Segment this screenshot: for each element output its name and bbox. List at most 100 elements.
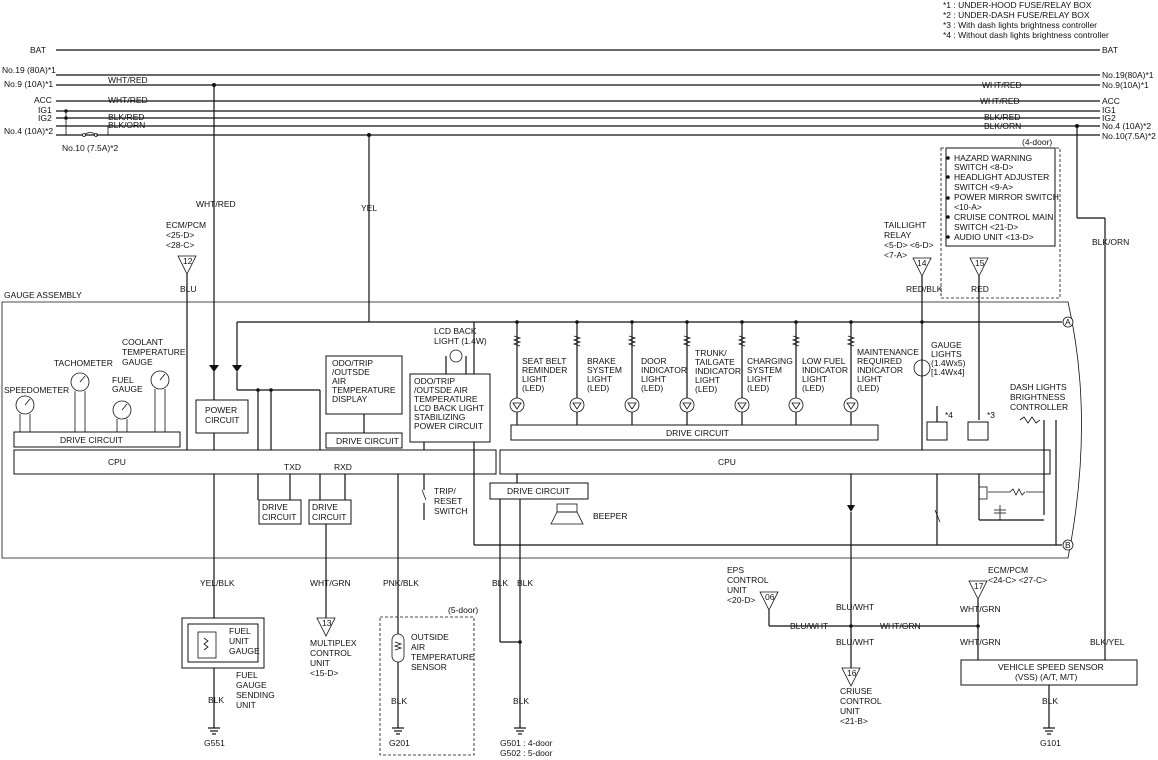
- cruise-l1: CRIUSE: [840, 686, 872, 696]
- rail-no4-left: No.4 (10A)*2: [4, 126, 53, 136]
- indicator-4-l5: (LED): [695, 384, 717, 394]
- multiplex-l1: MULTIPLEX: [310, 638, 357, 648]
- wire-blk-red: BLK/RED: [108, 112, 144, 122]
- gauge-assembly: GAUGE ASSEMBLY A B SPEEDOMETER TACHOMETE…: [1, 290, 1082, 559]
- ground-g502: G502 : 5-door: [500, 748, 553, 758]
- indicator-7-l3: INDICATOR: [857, 365, 903, 375]
- gauge-lights-l3: (1.4Wx5): [931, 358, 966, 368]
- rail-acc: ACC: [34, 95, 52, 105]
- wire-yel: YEL: [361, 203, 377, 213]
- vss-l1: VEHICLE SPEED SENSOR: [998, 662, 1104, 672]
- indicator-2-l1: BRAKE: [587, 356, 616, 366]
- wire-pnk-blk: PNK/BLK: [383, 578, 419, 588]
- fuel-gauge: FUEL GAUGE: [112, 375, 143, 432]
- five-door-tag: (5-door): [448, 605, 478, 615]
- node-a: A: [1065, 317, 1071, 327]
- wire-blk-2: BLK: [517, 578, 533, 588]
- drive-circuit-beeper: DRIVE CIRCUIT: [507, 486, 570, 496]
- trip-reset-l3: SWITCH: [434, 506, 468, 516]
- odo-lcd-l2: /OUTSDE AIR: [414, 385, 468, 395]
- indicator-5-l4: (LED): [747, 383, 769, 393]
- indicator-4-l2: TAILGATE: [695, 357, 735, 367]
- rail-bat-right: BAT: [1102, 45, 1118, 55]
- wire-blk-g501: BLK: [513, 696, 529, 706]
- connector-15: 15: [975, 258, 985, 268]
- lcd-back-l2: LIGHT (1.4W): [434, 336, 487, 346]
- bullet-4b: SWITCH <21-D>: [954, 222, 1018, 232]
- indicator-6-l3: LIGHT: [802, 374, 827, 384]
- dash-lights-l3: CONTROLLER: [1010, 402, 1068, 412]
- wire-blu-wht-a: BLU/WHT: [790, 621, 828, 631]
- cpu-right: CPU: [718, 457, 736, 467]
- wire-wht-red-r2: WHT/RED: [980, 96, 1020, 106]
- drive-circuit-odo: DRIVE CIRCUIT: [336, 436, 399, 446]
- rail-feeds: WHT/RED YEL BLK/ORN: [196, 83, 1129, 660]
- outside-air-l4: SENSOR: [411, 662, 447, 672]
- trip-reset-l2: RESET: [434, 496, 462, 506]
- node-b: B: [1065, 540, 1071, 550]
- rxd-label: RXD: [334, 462, 352, 472]
- odo-display-l3: AIR: [332, 376, 346, 386]
- indicator-7: MAINTENANCE REQUIRED INDICATOR LIGHT (LE…: [843, 320, 919, 425]
- odo-display-l5: DISPLAY: [332, 394, 368, 404]
- txd-label: TXD: [284, 462, 301, 472]
- ground-g201: G201: [389, 738, 410, 748]
- speedometer-label: SPEEDOMETER: [4, 385, 69, 395]
- indicator-6: LOW FUEL INDICATOR LIGHT (LED): [788, 320, 848, 425]
- ground-g101: G101: [1040, 738, 1061, 748]
- wire-blu-wht-b: BLU/WHT: [836, 602, 874, 612]
- connector-14: 14: [917, 258, 927, 268]
- wire-wht-red-2: WHT/RED: [108, 95, 148, 105]
- note-1: *1 : UNDER-HOOD FUSE/RELAY BOX: [943, 0, 1092, 10]
- drive-circuit-gauges: DRIVE CIRCUIT: [60, 435, 123, 445]
- odo-lcd-l1: ODO/TRIP: [414, 376, 455, 386]
- odo-lcd-l5: STABILIZING: [414, 412, 465, 422]
- wire-red: RED: [971, 284, 989, 294]
- indicator-4-l4: LIGHT: [695, 375, 720, 385]
- note-3: *3 : With dash lights brightness control…: [943, 20, 1097, 30]
- rail-ig2: IG2: [38, 113, 52, 123]
- speedometer: SPEEDOMETER: [4, 385, 69, 432]
- wire-blk-yel: BLK/YEL: [1090, 637, 1125, 647]
- rail-no4-right: No.4 (10A)*2: [1102, 121, 1151, 131]
- indicator-1-l3: LIGHT: [522, 374, 547, 384]
- indicator-7-l1: MAINTENANCE: [857, 347, 919, 357]
- power-rails: BAT No.19 (80A)*1 No.9 (10A)*1 ACC IG1 I…: [2, 45, 1156, 153]
- taillight-relay: TAILLIGHT RELAY <5-D> <6-D> <7-A> 14 RED…: [884, 220, 989, 450]
- wire-blk-red-r: BLK/RED: [984, 112, 1020, 122]
- star-3: *3: [987, 410, 995, 420]
- note-4: *4 : Without dash lights brightness cont…: [943, 30, 1109, 40]
- bullet-1a: HAZARD WARNING: [954, 153, 1032, 163]
- bullet-5: AUDIO UNIT <13-D>: [954, 232, 1034, 242]
- odo-display-l4: TEMPERATURE: [332, 385, 396, 395]
- fuel-sending-l2: GAUGE: [236, 680, 267, 690]
- rail-ig1-right: IG1: [1102, 105, 1116, 115]
- power-circuit-l2: CIRCUIT: [205, 415, 239, 425]
- outside-air-l3: TEMPERATURE: [411, 652, 475, 662]
- fuel-sending-l4: UNIT: [236, 700, 256, 710]
- indicator-7-l5: (LED): [857, 383, 879, 393]
- wire-wht-grn-a: WHT/GRN: [880, 621, 921, 631]
- rail-bat: BAT: [30, 45, 46, 55]
- connector-13: 13: [322, 618, 332, 628]
- beeper-label: BEEPER: [593, 511, 628, 521]
- connector-17: 17: [974, 581, 984, 591]
- cpu-left: CPU: [108, 457, 126, 467]
- fuel-gauge-l2: GAUGE: [112, 384, 143, 394]
- taillight-l3: <5-D> <6-D>: [884, 240, 934, 250]
- indicator-6-l2: INDICATOR: [802, 365, 848, 375]
- odo-display-l2: /OUTSDE: [332, 367, 370, 377]
- multiplex-l3: UNIT: [310, 658, 330, 668]
- indicator-1-l4: (LED): [522, 383, 544, 393]
- fuel-gauge-l1: FUEL: [112, 375, 134, 385]
- drive-circuit-sm2-l1: DRIVE: [312, 502, 338, 512]
- indicator-5: CHARGING SYSTEM LIGHT (LED): [734, 320, 793, 425]
- multiplex-l2: CONTROL: [310, 648, 352, 658]
- wire-blk-sensor: BLK: [391, 696, 407, 706]
- ecm-pcm-right-l1: ECM/PCM: [988, 565, 1028, 575]
- bottom-harness: YEL/BLK FUEL UNIT GAUGE FUEL GAUGE SENDI…: [181, 474, 1138, 758]
- star-4: *4: [945, 410, 953, 420]
- indicator-2-l2: SYSTEM: [587, 365, 622, 375]
- odo-lcd-l6: POWER CIRCUIT: [414, 421, 483, 431]
- indicator-7-l2: REQUIRED: [857, 356, 902, 366]
